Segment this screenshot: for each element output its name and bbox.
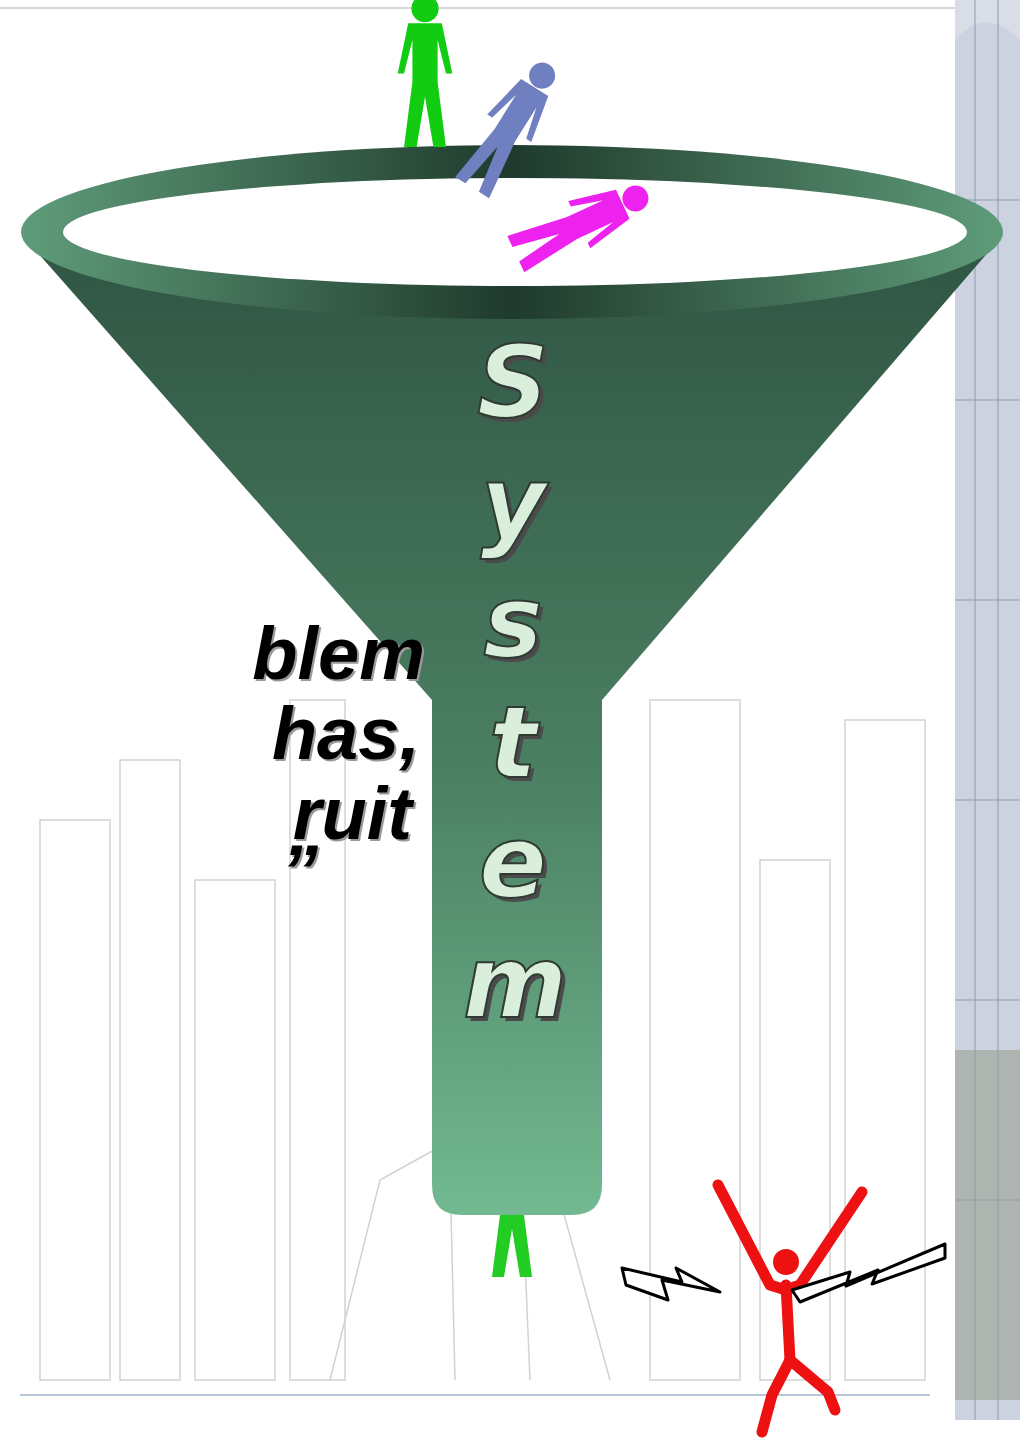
funnel-shape: System [20, 145, 1005, 1220]
quote-fragment: blem [252, 614, 425, 694]
lightning-bolt [622, 1244, 945, 1302]
quote-fragment: has, [272, 694, 420, 774]
cheering-person [718, 1185, 862, 1432]
person-figure [398, 0, 453, 147]
funnel-label: System [463, 323, 563, 1043]
funnel-outline [20, 145, 1005, 1220]
quote-fragment: ” [281, 832, 318, 912]
